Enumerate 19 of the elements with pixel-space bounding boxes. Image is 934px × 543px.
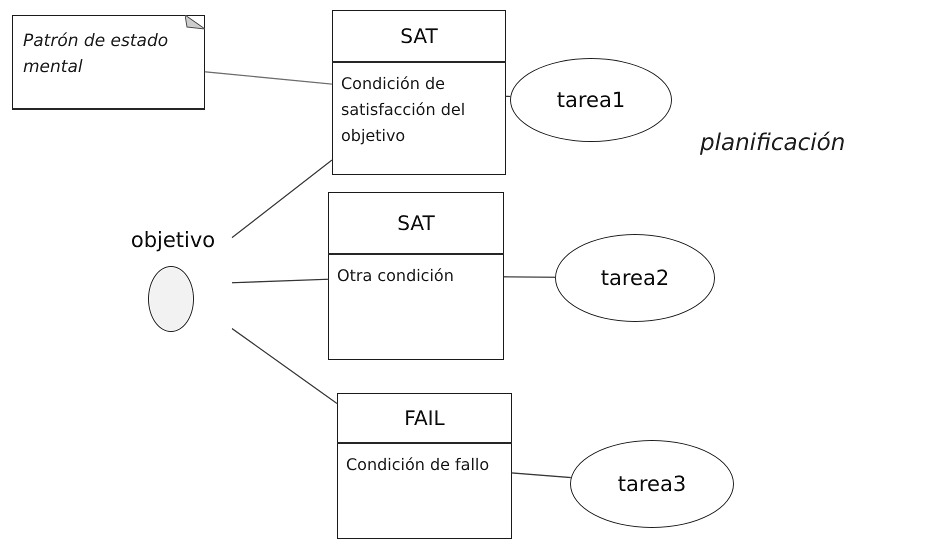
condition-text: Otra condición (337, 266, 454, 285)
goal-label: objetivo (130, 228, 216, 252)
connector-line (232, 278, 328, 284)
connector-line (506, 96, 510, 98)
connector-line (504, 276, 556, 278)
condition-type: SAT (397, 211, 435, 235)
task-ellipse: tarea3 (570, 440, 734, 528)
connector-line (512, 472, 571, 478)
note-text: Patrón de estado mental (23, 31, 168, 77)
diagram-label: planificación (700, 130, 846, 156)
condition-text: Condición de fallo (346, 455, 490, 474)
condition-text: Condición de satisfacción del objetivo (341, 74, 466, 145)
connector-line (232, 328, 338, 404)
connector-line (204, 71, 332, 85)
condition-type: FAIL (404, 406, 445, 430)
task-ellipse: tarea2 (555, 234, 715, 322)
task-ellipse: tarea1 (510, 58, 672, 142)
connector-line (232, 160, 332, 238)
condition-type: SAT (400, 24, 438, 48)
